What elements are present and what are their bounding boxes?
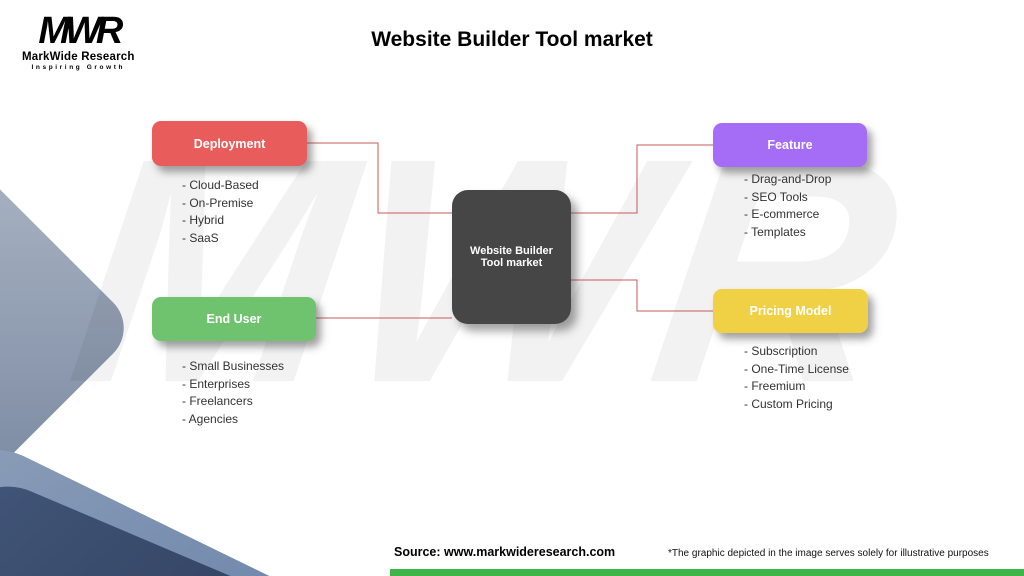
- list-item: - Enterprises: [182, 376, 251, 391]
- brand-logo: MWR MarkWide Research Inspiring Growth: [22, 12, 135, 71]
- connector-deployment: [307, 142, 452, 214]
- disclaimer-text: *The graphic depicted in the image serve…: [668, 548, 989, 559]
- center-node-label: Website Builder Tool market: [470, 245, 553, 269]
- list-item: - SaaS: [182, 230, 219, 245]
- list-item: - Freemium: [744, 379, 806, 393]
- feature-node-label: Feature: [767, 138, 813, 152]
- list-item: - Agencies: [182, 411, 239, 426]
- list-item: - Drag-and-Drop: [744, 172, 832, 186]
- source-label: Source:: [394, 545, 441, 559]
- list-item: - Custom Pricing: [744, 396, 833, 411]
- list-item: - Small Businesses: [182, 359, 285, 373]
- connector-feature: [571, 144, 713, 214]
- center-node: Website Builder Tool market: [452, 190, 571, 324]
- bottom-accent-bar: [390, 569, 1024, 576]
- list-item: - E-commerce: [744, 207, 820, 221]
- page-title: Website Builder Tool market: [371, 28, 653, 51]
- end-user-node: End User: [152, 297, 316, 341]
- list-item: - SEO Tools: [744, 189, 808, 204]
- feature-node: Feature: [713, 123, 867, 167]
- pricing-model-node: Pricing Model: [713, 289, 868, 333]
- deployment-node: Deployment: [152, 121, 307, 166]
- logo-letters: MWR: [38, 10, 123, 52]
- source-line: Source: www.markwideresearch.com: [394, 545, 615, 559]
- pricing-model-list: - Subscription - One-Time License - Free…: [744, 343, 849, 413]
- list-item: - Freelancers: [182, 394, 253, 408]
- pricing-model-node-label: Pricing Model: [749, 304, 832, 318]
- logo-tagline: Inspiring Growth: [31, 64, 126, 71]
- connector-pricing: [571, 279, 713, 312]
- feature-list: - Drag-and-Drop - SEO Tools - E-commerce…: [744, 171, 831, 241]
- deployment-list: - Cloud-Based - On-Premise - Hybrid - Sa…: [182, 177, 259, 247]
- source-url[interactable]: www.markwideresearch.com: [444, 545, 616, 559]
- list-item: - Cloud-Based: [182, 178, 259, 192]
- end-user-list: - Small Businesses - Enterprises - Freel…: [182, 358, 284, 428]
- logo-name: MarkWide Research: [22, 51, 135, 63]
- end-user-node-label: End User: [206, 312, 262, 326]
- list-item: - Templates: [744, 224, 806, 239]
- list-item: - Hybrid: [182, 213, 225, 227]
- list-item: - One-Time License: [744, 361, 849, 376]
- list-item: - Subscription: [744, 344, 818, 358]
- deployment-node-label: Deployment: [193, 136, 266, 151]
- list-item: - On-Premise: [182, 195, 254, 210]
